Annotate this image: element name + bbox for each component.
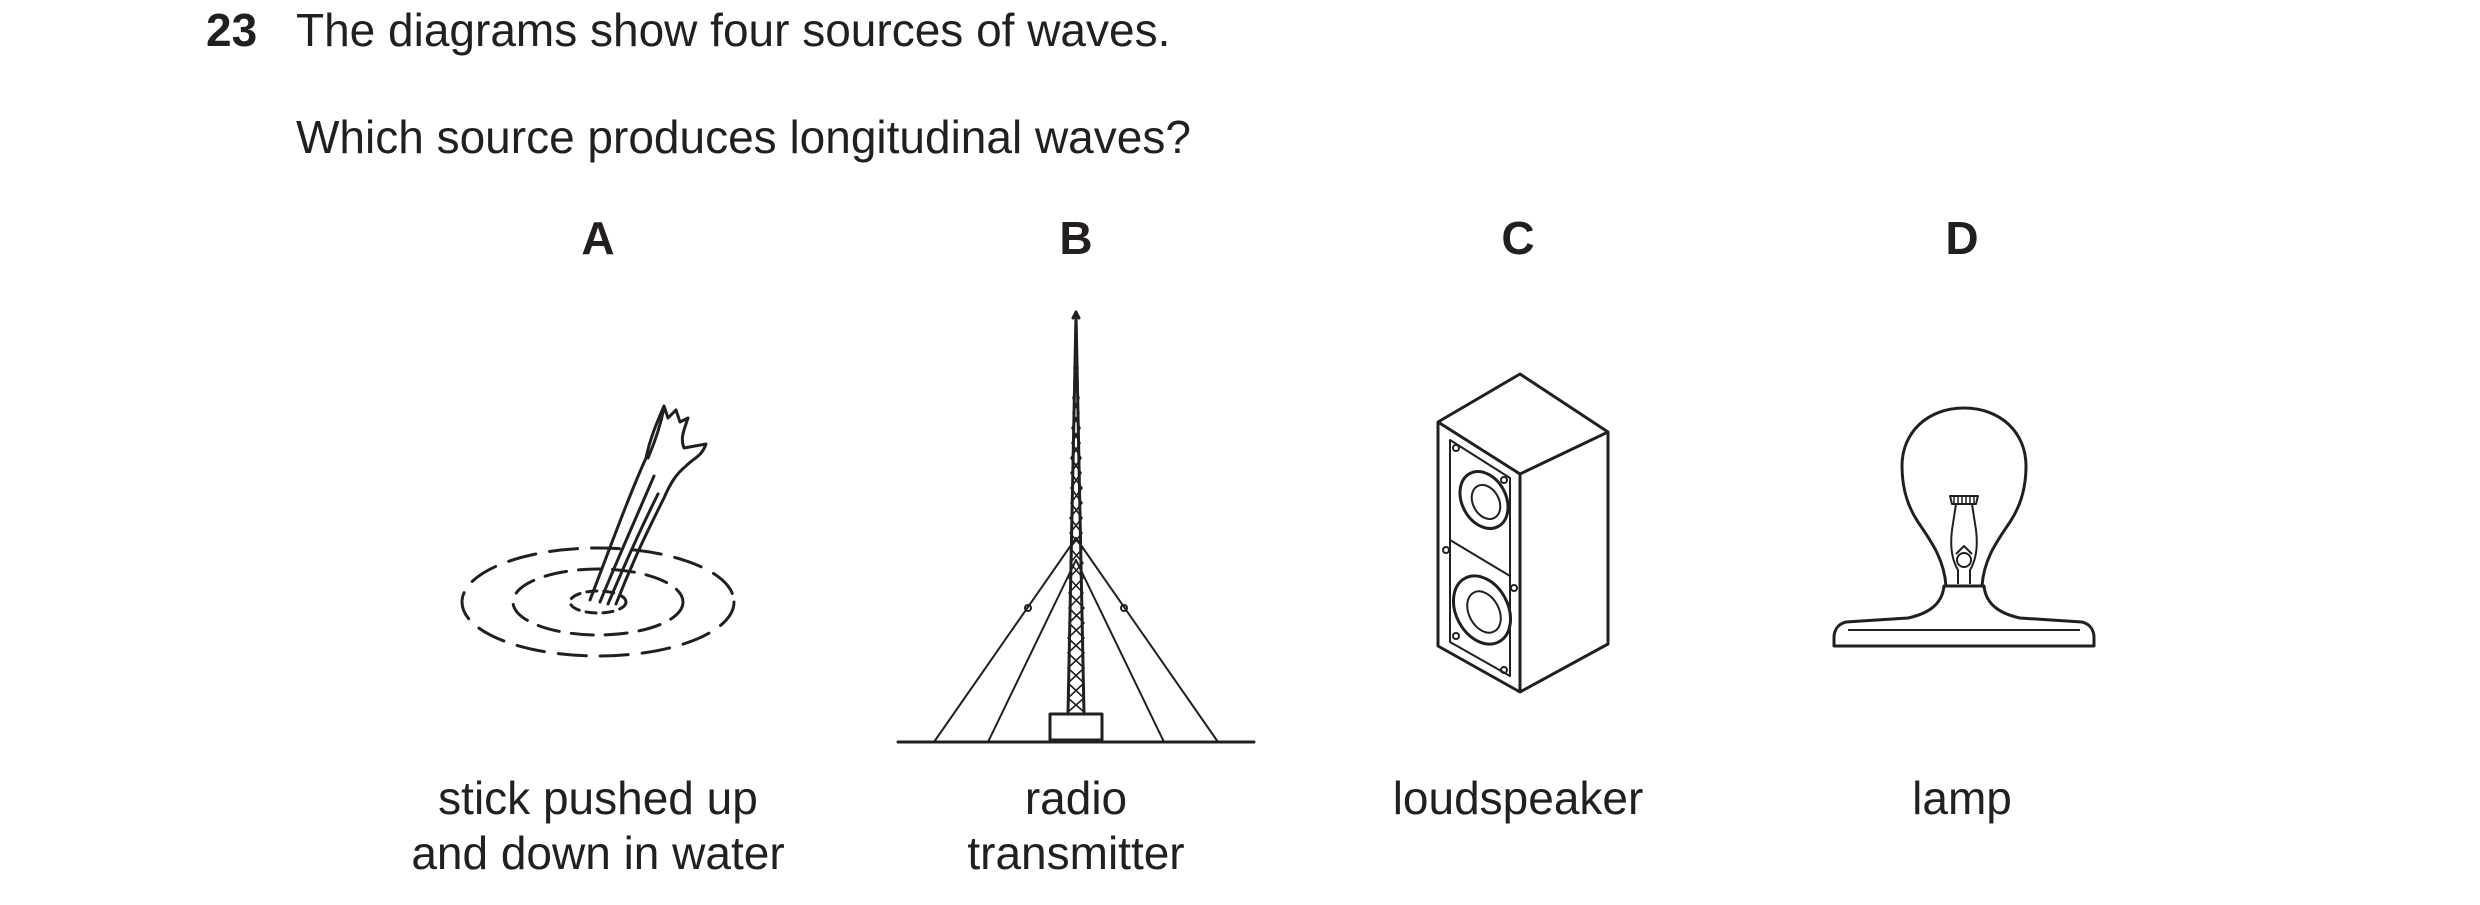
stick-in-water-figure (460, 404, 736, 658)
option-a[interactable]: A stick pushed up and down in water (388, 208, 808, 888)
question-prompt: Which source produces longitudinal waves… (296, 111, 1191, 163)
option-letter: C (1501, 212, 1535, 264)
caption-line: loudspeaker (1392, 772, 1644, 824)
loudspeaker-figure (1436, 372, 1610, 694)
option-letter: A (581, 212, 615, 264)
option-letter: D (1945, 212, 1979, 264)
caption-line: radio (1024, 772, 1128, 824)
option-caption: stick pushed up and down in water (388, 771, 808, 881)
radio-transmitter-figure (896, 310, 1256, 744)
question-number: 23 (206, 4, 258, 56)
option-caption: lamp (1752, 771, 2172, 826)
question-stem: The diagrams show four sources of waves. (296, 4, 1171, 56)
caption-line: lamp (1912, 772, 2012, 824)
caption-line: stick pushed up (438, 772, 758, 824)
option-caption: loudspeaker (1308, 771, 1728, 826)
option-caption: radio transmitter (866, 771, 1286, 881)
lamp-figure (1832, 406, 2096, 648)
caption-line: and down in water (411, 827, 785, 879)
option-b[interactable]: B radio transmitter (866, 208, 1286, 888)
option-d[interactable]: D lamp (1752, 208, 2172, 888)
option-letter: B (1059, 212, 1093, 264)
option-c[interactable]: C loudspeaker (1308, 208, 1728, 888)
caption-line: transmitter (967, 827, 1185, 879)
